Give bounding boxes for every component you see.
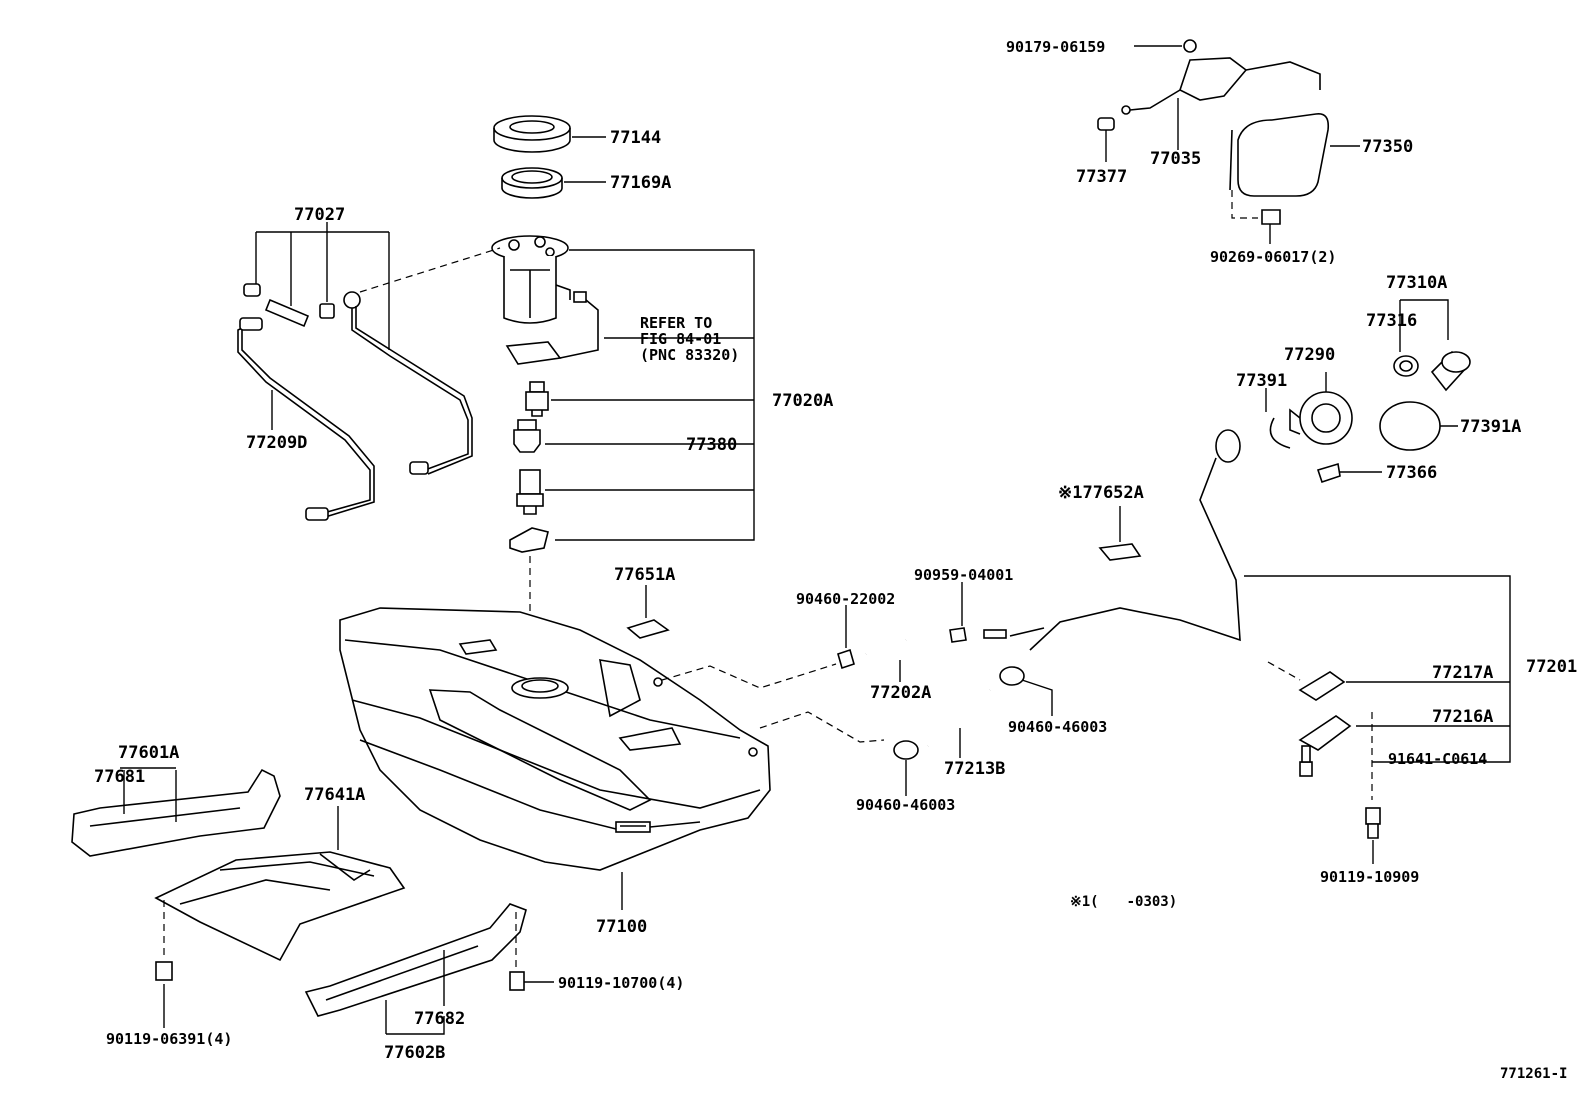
label-77201: 77201 [1526,657,1577,677]
label-77391: 77391 [1236,371,1287,391]
label-77035: 77035 [1150,149,1201,169]
filler-pad [1098,506,1142,561]
filler-pipe [1009,429,1511,864]
label-77391A: 77391A [1460,417,1521,437]
fuel-door-assembly [1097,39,1360,244]
pump-wiring [505,291,599,365]
label-refer-1: REFER TO [640,314,712,332]
fuel-pump-motor [516,469,544,515]
figure-id: 771261-I [1500,1066,1567,1082]
pump-lock-ring [493,115,571,153]
label-77217A: 77217A [1432,663,1493,683]
fuel-tank [339,607,771,910]
label-90460-46003-left: 90460-46003 [856,796,955,814]
tank-pad [626,585,670,639]
label-77209D: 77209D [246,433,307,453]
label-77027: 77027 [294,205,345,225]
label-77380: 77380 [686,435,737,455]
footnote: ※1( -0303) [1070,894,1177,910]
part-labels: 77144 77169A 77027 77209D REFER TO FIG 8… [94,38,1577,1082]
pump-module [491,235,571,324]
label-77290: 77290 [1284,345,1335,365]
fuel-filter [513,419,541,453]
label-90119-10700: 90119-10700(4) [558,974,684,992]
label-77213B: 77213B [944,759,1005,779]
label-77202A: 77202A [870,683,931,703]
label-77601A: 77601A [118,743,179,763]
label-90269-06017: 90269-06017(2) [1210,248,1336,266]
fuel-pump-assembly [491,115,755,690]
label-90460-22002: 90460-22002 [796,590,895,608]
label-77020A: 77020A [772,391,833,411]
filler-cap-group [1265,299,1471,484]
label-77681: 77681 [94,767,145,787]
hose-connections [661,582,1053,796]
fuel-line-assembly [237,222,501,521]
label-77316: 77316 [1366,311,1417,331]
label-refer-2: FIG 84-01 [640,330,721,348]
label-90179-06159: 90179-06159 [1006,38,1105,56]
label-77652A: ※177652A [1058,483,1144,503]
pump-gasket [501,167,563,199]
label-77169A: 77169A [610,173,671,193]
tank-bands [71,767,554,1035]
pump-strainer [509,527,549,553]
label-77144: 77144 [610,128,661,148]
label-77310A: 77310A [1386,273,1447,293]
label-77100: 77100 [596,917,647,937]
pressure-regulator [525,381,549,417]
label-77651A: 77651A [614,565,675,585]
label-91641-C0614: 91641-C0614 [1388,750,1487,768]
label-refer-3: (PNC 83320) [640,346,739,364]
label-90119-06391: 90119-06391(4) [106,1030,232,1048]
label-77602B: 77602B [384,1043,445,1063]
label-77366: 77366 [1386,463,1437,483]
label-90959-04001: 90959-04001 [914,566,1013,584]
label-90119-10909: 90119-10909 [1320,868,1419,886]
label-77216A: 77216A [1432,707,1493,727]
label-90460-46003-right: 90460-46003 [1008,718,1107,736]
label-77641A: 77641A [304,785,365,805]
label-77350: 77350 [1362,137,1413,157]
label-77682: 77682 [414,1009,465,1029]
label-77377: 77377 [1076,167,1127,187]
